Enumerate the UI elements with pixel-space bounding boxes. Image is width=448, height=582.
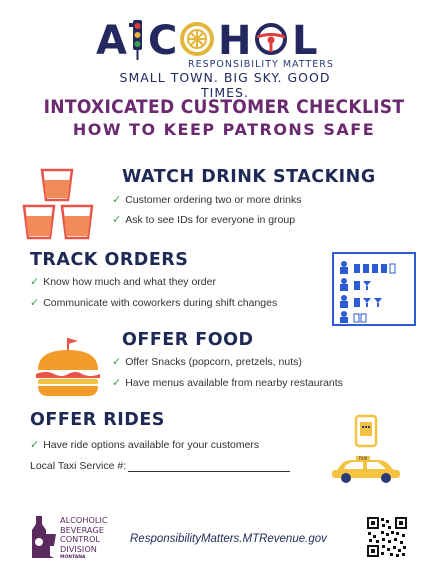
checklist-item: ✓Have menus available from nearby restau… — [112, 376, 343, 389]
checklist-item-text: Offer Snacks (popcorn, pretzels, nuts) — [125, 356, 302, 368]
abc-division-name: ALCOHOLIC BEVERAGE CONTROL DIVISION — [60, 515, 108, 554]
checklist-item-text: Customer ordering two or more drinks — [125, 194, 302, 206]
taxi-service-field[interactable] — [128, 471, 290, 472]
shot-glasses-icon — [22, 168, 94, 240]
section-heading-rides: OFFER RIDES — [30, 410, 165, 430]
wheel-icon — [180, 22, 214, 56]
checklist-item: ✓Communicate with coworkers during shift… — [30, 296, 277, 309]
logo-letter-h: H — [218, 18, 253, 64]
logo-letter-l: L — [292, 18, 319, 64]
page-title: INTOXICATED CUSTOMER CHECKLIST — [43, 96, 405, 118]
website-link[interactable]: ResponsibilityMatters.MTRevenue.gov — [130, 533, 327, 545]
section-heading-orders: TRACK ORDERS — [30, 250, 189, 270]
check-icon: ✓ — [30, 275, 40, 288]
check-icon: ✓ — [112, 213, 122, 226]
checklist-item-text: Ask to see IDs for everyone in group — [125, 214, 296, 226]
qr-code-icon[interactable] — [366, 516, 408, 558]
abc-division-logo-icon — [32, 516, 56, 558]
check-icon: ✓ — [112, 193, 122, 206]
checklist-item: ✓Have ride options available for your cu… — [30, 438, 259, 451]
section-heading-food: OFFER FOOD — [122, 330, 254, 350]
traffic-light-icon — [129, 20, 142, 60]
alcohol-logo: A C H L — [96, 14, 346, 64]
check-icon: ✓ — [112, 355, 122, 368]
check-icon: ✓ — [112, 376, 122, 389]
order-tracker-icon — [332, 252, 416, 326]
logo-letter-a: A — [96, 18, 128, 64]
checklist-item-text: Have ride options available for your cus… — [43, 439, 260, 451]
tagline: RESPONSIBILITY MATTERS — [188, 59, 334, 70]
section-heading-stacking: WATCH DRINK STACKING — [122, 167, 376, 187]
taxi-service-label: Local Taxi Service #: — [30, 460, 127, 472]
checklist-item-text: Know how much and what they order — [43, 276, 216, 288]
checklist-item: ✓Ask to see IDs for everyone in group — [112, 213, 295, 226]
steering-wheel-icon — [255, 23, 287, 55]
slogan: SMALL TOWN. BIG SKY. GOOD TIMES. — [119, 70, 331, 100]
taxi-sign-text: TAXI — [358, 456, 368, 461]
page-subtitle: HOW TO KEEP PATRONS SAFE — [72, 120, 376, 139]
checklist-item: ✓Offer Snacks (popcorn, pretzels, nuts) — [112, 355, 302, 368]
logo-letter-c: C — [148, 18, 179, 64]
checklist-item: ✓Customer ordering two or more drinks — [112, 193, 301, 206]
checklist-item-text: Have menus available from nearby restaur… — [125, 377, 343, 389]
abc-division-state: MONTANA — [60, 555, 86, 560]
checklist-item: ✓Know how much and what they order — [30, 275, 216, 288]
taxi-icon: TAXI — [332, 414, 400, 483]
burger-icon — [36, 338, 100, 396]
check-icon: ✓ — [30, 438, 40, 451]
check-icon: ✓ — [30, 296, 40, 309]
checklist-item-text: Communicate with coworkers during shift … — [43, 297, 278, 309]
